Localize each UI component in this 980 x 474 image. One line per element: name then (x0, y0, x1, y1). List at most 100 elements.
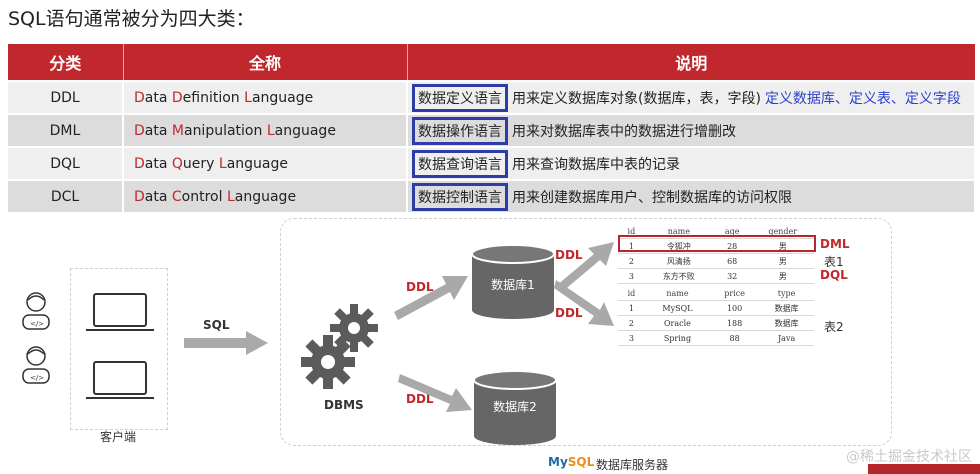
fullname-segment: C (171, 188, 182, 205)
table-cell: 3 (618, 268, 645, 284)
fullname-segment: anguage (234, 188, 297, 205)
fullname-cell: Data Control Language (123, 179, 408, 212)
database-1-label: 数据库1 (491, 278, 535, 292)
table-cell: Java (759, 330, 814, 346)
laptop-icon (86, 293, 154, 331)
ddl-label-3: DDL (555, 248, 583, 262)
fullname-segment: D (134, 188, 145, 205)
fullname-segment: D (134, 122, 145, 139)
svg-text:</>: </> (30, 374, 44, 382)
sql-label: SQL (203, 318, 230, 332)
fullname-segment: L (218, 155, 227, 172)
ddl-arrows-tables (554, 242, 614, 326)
fullname-segment: L (226, 188, 235, 205)
fullname-segment: anguage (251, 89, 314, 106)
fullname-segment: uery (182, 155, 219, 172)
category-cn-name: 数据控制语言 (412, 182, 508, 211)
dml-highlight-row (618, 235, 816, 252)
ddl-label-2: DDL (406, 392, 434, 406)
description-text: 用来定义数据库对象(数据库，表，字段) (512, 90, 761, 107)
ddl-label-4: DDL (555, 306, 583, 320)
client-box (70, 268, 168, 430)
table-cell: 1 (618, 300, 645, 316)
table-cell: 2 (618, 315, 645, 331)
table-cell: 数据库 (759, 300, 814, 316)
description-text: 用来查询数据库中表的记录 (512, 156, 680, 173)
description-extra: 定义数据库、定义表、定义字段 (764, 90, 961, 107)
gears-icon (301, 304, 378, 389)
user-icons: </> </> (22, 292, 50, 384)
mysql-logo: MySQL (548, 455, 594, 469)
client-label: 客户端 (100, 430, 137, 444)
server-label: 数据库服务器 (596, 458, 669, 472)
category-cell: DDL (8, 80, 124, 114)
user-icon: </> (22, 292, 50, 330)
table-cell: 188 (710, 315, 760, 331)
header-description: 说明 (407, 44, 975, 81)
table-cell: 100 (710, 300, 760, 316)
database-1-icon (471, 244, 555, 319)
category-cell: DCL (8, 179, 124, 212)
fullname-segment: M (171, 122, 184, 139)
table-cell: 东方不败 (644, 268, 713, 284)
fullname-segment: D (134, 155, 145, 172)
table-cell: 32 (712, 268, 752, 284)
mysql-logo-sql: SQL (567, 455, 595, 469)
sql-arrow (184, 331, 268, 355)
description-cell: 数据操作语言用来对数据库表中的数据进行增删改 (407, 113, 976, 147)
footer-red-bar (868, 464, 980, 474)
description-cell: 数据定义语言用来定义数据库对象(数据库，表，字段)定义数据库、定义表、定义字段 (407, 80, 976, 114)
table-cell: id (618, 286, 645, 301)
table-cell: Spring (644, 330, 711, 346)
description-cell: 数据查询语言用来查询数据库中表的记录 (407, 146, 976, 180)
fullname-segment: anguage (274, 122, 336, 139)
table-1-label: 表1 (824, 255, 844, 269)
table-cell: name (644, 286, 711, 301)
table-cell: Oracle (644, 315, 711, 331)
table-cell: 88 (710, 330, 760, 346)
fullname-segment: anguage (226, 155, 289, 172)
table-cell: 3 (618, 330, 645, 346)
ddl-arrow-db1 (394, 276, 468, 320)
table-cell: 数据库 (759, 315, 814, 331)
fullname-cell: Data Definition Language (123, 80, 408, 114)
server-box (280, 218, 892, 446)
fullname-segment: D (171, 89, 183, 106)
fullname-cell: Data Manipulation Language (123, 113, 408, 147)
table-cell: 男 (751, 253, 814, 269)
mysql-logo-my: My (548, 455, 568, 469)
header-fullname: 全称 (123, 44, 408, 81)
fullname-segment: L (244, 89, 252, 106)
category-cn-name: 数据操作语言 (412, 116, 508, 145)
ddl-arrow-db2 (398, 374, 472, 412)
fullname-segment: ata (144, 188, 172, 205)
dml-label: DML (820, 237, 850, 251)
dql-label: DQL (820, 268, 848, 282)
user-icon: </> (22, 346, 50, 384)
fullname-segment: ata (144, 89, 172, 106)
watermark: @稀土掘金技术社区 (846, 449, 972, 465)
svg-text:</>: </> (30, 320, 44, 328)
table-cell: type (759, 286, 814, 301)
table-cell: 风清扬 (644, 253, 713, 269)
database-2-label: 数据库2 (493, 400, 537, 414)
fullname-segment: ata (144, 122, 172, 139)
laptop-icons (86, 293, 154, 399)
category-cell: DQL (8, 146, 124, 180)
database-2-icon (473, 370, 557, 445)
fullname-segment: ontrol (181, 188, 227, 205)
fullname-segment: Q (171, 155, 183, 172)
header-category: 分类 (8, 44, 124, 81)
fullname-segment: L (266, 122, 275, 139)
dbms-label: DBMS (324, 398, 364, 412)
table-cell: MySQL (644, 300, 711, 316)
